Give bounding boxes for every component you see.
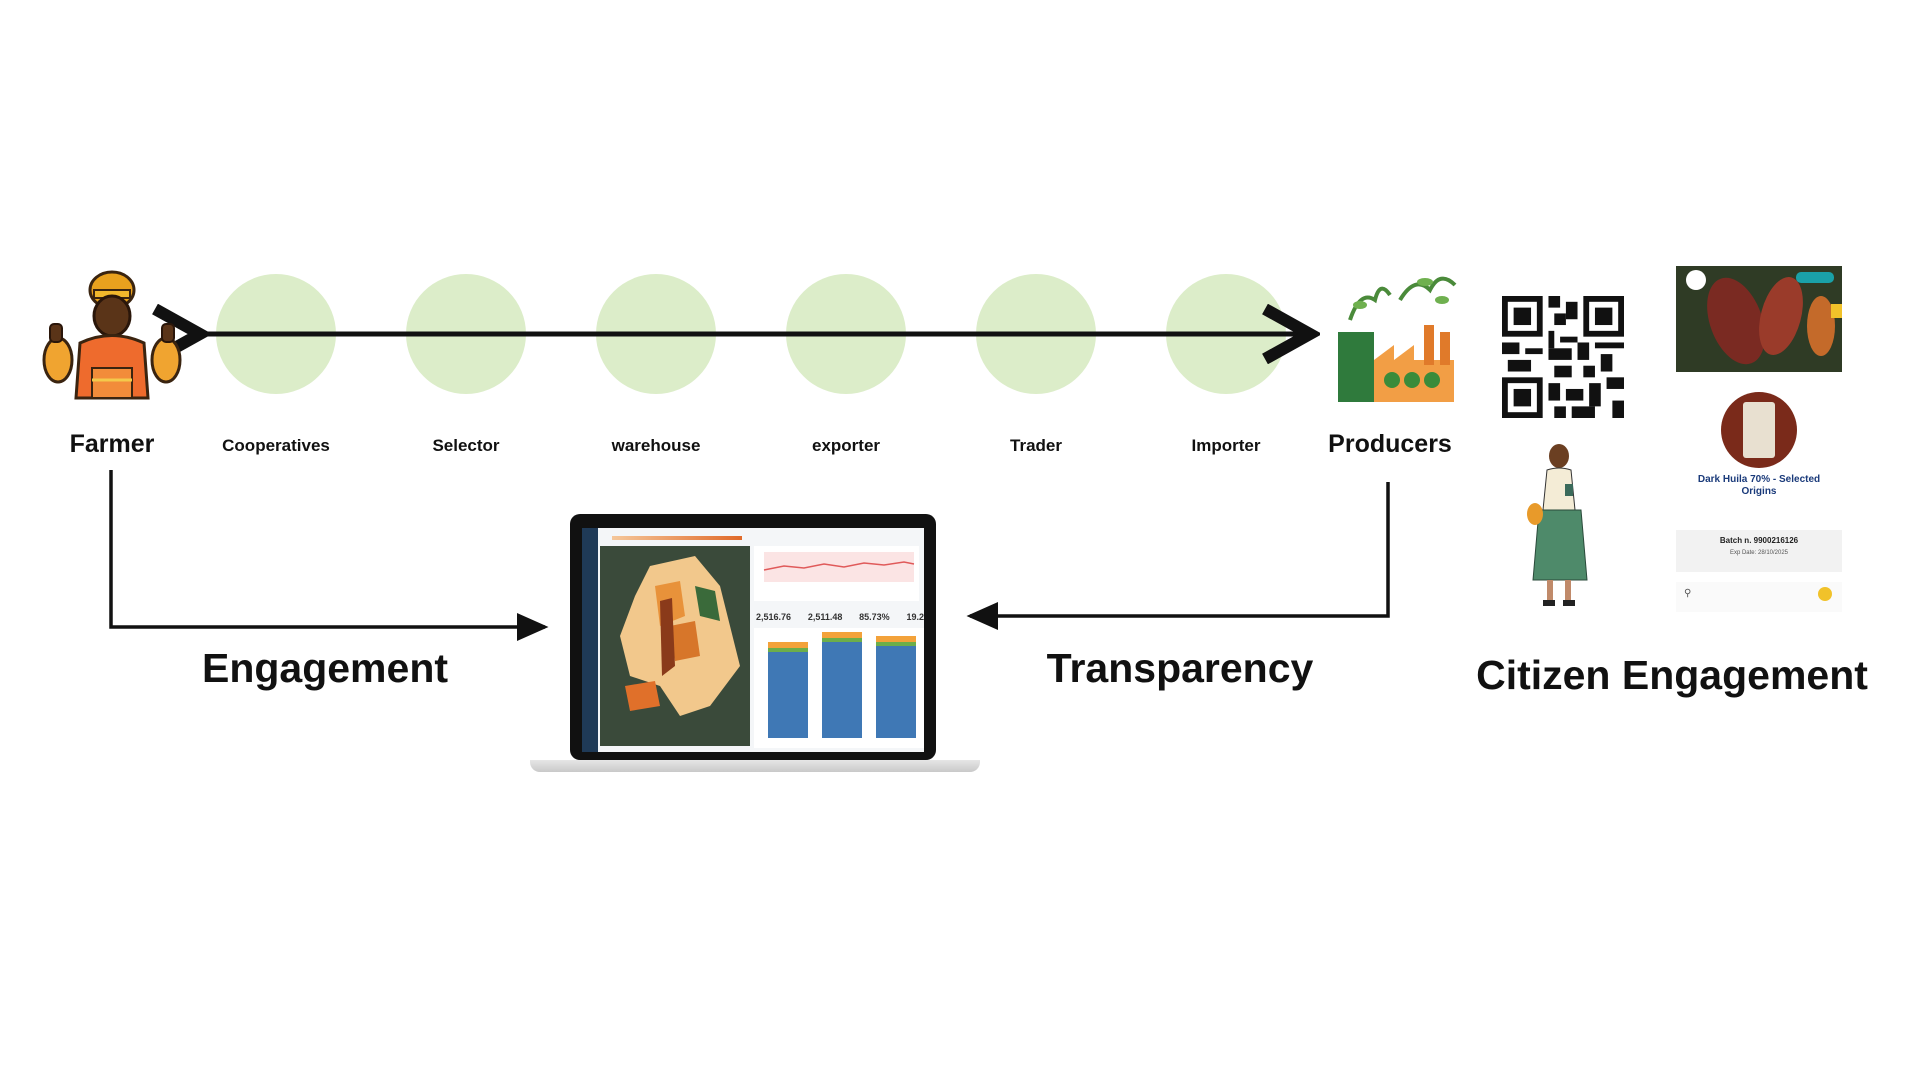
product-avatar (1721, 392, 1797, 468)
search-icon[interactable]: ⚲ (1684, 588, 1692, 599)
stage-label-trader: Trader (1010, 436, 1062, 455)
product-name: Dark Huila 70% - Selected Origins (1697, 474, 1821, 497)
stage-label-warehouse: warehouse (611, 436, 701, 455)
stat-value: 19.2 (906, 612, 924, 622)
bar-chart-panel (754, 628, 924, 748)
stat-row: 2,516.76 2,511.48 85.73% 19.2 (756, 612, 924, 622)
farmer-icon (42, 270, 182, 400)
dashboard-top-bar (612, 536, 742, 540)
laptop-screen: 2,516.76 2,511.48 85.73% 19.2 (570, 514, 936, 760)
dashboard: 2,516.76 2,511.48 85.73% 19.2 (582, 528, 924, 752)
product-app-screen: Dark Huila 70% - Selected Origins Batch … (1676, 266, 1842, 616)
transparency-label: Transparency (1046, 645, 1314, 691)
citizen-engagement-label: Citizen Engagement (1476, 652, 1868, 698)
expiry-date: Exp Date: 28/10/2025 (1729, 550, 1789, 556)
citizen-person-icon (1527, 444, 1588, 606)
factory-icon (1338, 276, 1457, 402)
transparency-arrow (966, 482, 1390, 630)
farmer-label: Farmer (69, 430, 155, 458)
stat-value: 2,516.76 (756, 612, 792, 622)
laptop: 2,516.76 2,511.48 85.73% 19.2 (530, 514, 980, 774)
stat-value: 2,511.48 (807, 612, 843, 622)
batch-card: Batch n. 9900216126 Exp Date: 28/10/2025 (1676, 530, 1842, 572)
engagement-label: Engagement (201, 645, 449, 691)
app-bottom-bar: ⚲ (1676, 582, 1842, 612)
batch-number: Batch n. 9900216126 (1719, 536, 1799, 545)
stage-label-importer: Importer (1191, 436, 1261, 455)
stage-label-cooperatives: Cooperatives (222, 436, 330, 455)
map-panel (600, 546, 750, 746)
stage-label-selector: Selector (432, 436, 500, 455)
cacao-photo (1676, 266, 1842, 372)
line-chart-panel (754, 546, 919, 601)
laptop-base (530, 760, 980, 772)
badge-icon[interactable] (1818, 587, 1832, 601)
qr-code-icon (1502, 296, 1624, 418)
stat-value: 85.73% (859, 612, 890, 622)
stage-label-exporter: exporter (811, 436, 881, 455)
dashboard-sidebar (582, 528, 598, 752)
engagement-arrow (109, 470, 549, 641)
producers-label: Producers (1328, 430, 1452, 458)
